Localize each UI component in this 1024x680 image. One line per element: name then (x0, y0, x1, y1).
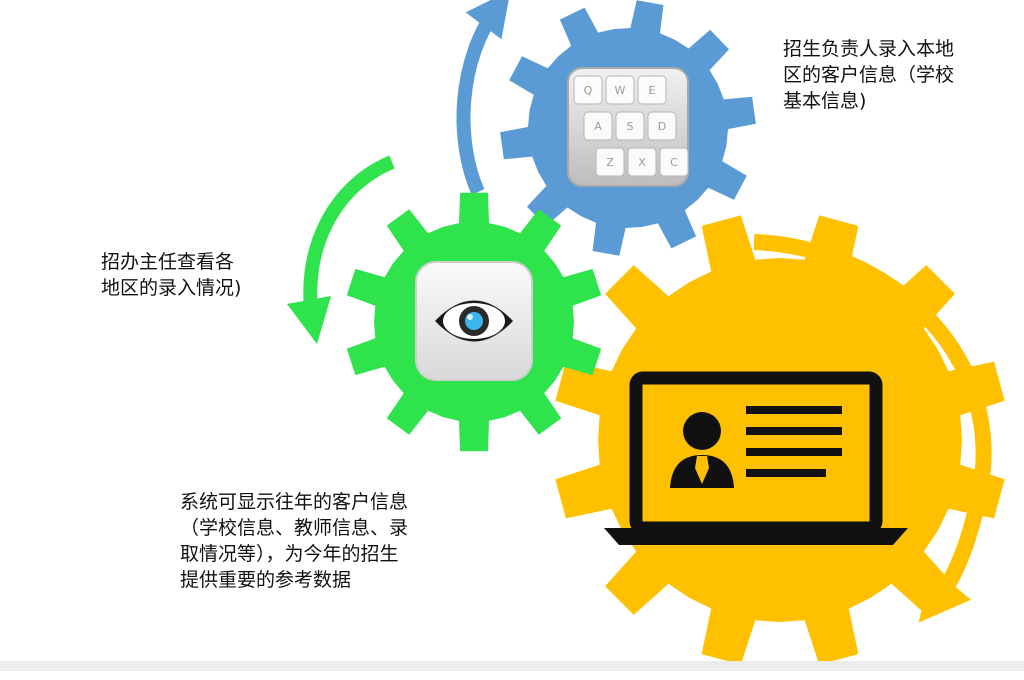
caption-system-history: 系统可显示往年的客户信息 （学校信息、教师信息、录 取情况等），为今年的招生 提… (180, 491, 409, 591)
keyboard-key-label: W (615, 84, 626, 97)
keyboard-key-label: D (658, 120, 666, 133)
keyboard-key-label: X (638, 156, 646, 169)
keyboard-key (573, 75, 603, 105)
keyboard-key (637, 75, 667, 105)
laptop-profile-icon (604, 371, 908, 545)
keyboard-key (583, 111, 613, 141)
keyboard-key-label: S (627, 120, 634, 133)
caption-data-entry: 招生负责人录入本地 区的客户信息（学校 基本信息) (783, 38, 955, 112)
keyboard-key (605, 75, 635, 105)
yellow-gear (555, 215, 1005, 665)
keyboard-key-label: Q (584, 84, 593, 97)
gear-yellow-body (555, 215, 1005, 665)
caption-director-review: 招办主任查看各 地区的录入情况) (101, 251, 242, 299)
keyboard-key (615, 111, 645, 141)
keyboard-key (647, 111, 677, 141)
yellow-cycle-arrow (753, 234, 992, 623)
keyboard-key-label: E (649, 84, 656, 97)
keyboard-key (595, 147, 625, 177)
blue-cycle-arrow (456, 0, 511, 195)
green-cycle-arrow (286, 155, 395, 345)
keyboard-icon: Q W E A S D Z X C (567, 67, 689, 187)
keyboard-key-label: Z (606, 156, 614, 169)
keyboard-key-label: C (670, 156, 678, 169)
keyboard-key (659, 147, 689, 177)
bottom-divider (0, 661, 1024, 671)
eye-icon (415, 261, 533, 381)
keyboard-key (627, 147, 657, 177)
keyboard-key-label: A (594, 120, 602, 133)
